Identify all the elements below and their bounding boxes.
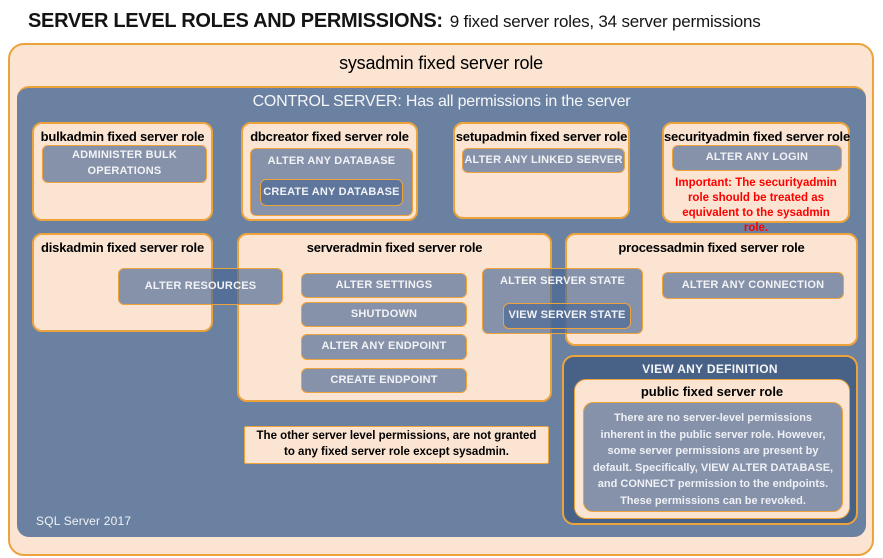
- securityadmin-warning-text: Important: The securityadmin role should…: [675, 177, 837, 234]
- role-box-securityadmin: securityadmin fixed server role ALTER AN…: [662, 122, 851, 234]
- page-title-subtitle: 9 fixed server roles, 34 server permissi…: [449, 12, 761, 31]
- permission-alter-any-endpoint: ALTER ANY ENDPOINT: [301, 334, 467, 360]
- permission-create-endpoint: CREATE ENDPOINT: [301, 368, 467, 393]
- public-role-description: There are no server-level permissions in…: [583, 402, 843, 512]
- permission-alter-resources: ALTER RESOURCES: [118, 268, 283, 305]
- permission-view-server-state: VIEW SERVER STATE: [503, 303, 631, 329]
- permission-create-any-database: CREATE ANY DATABASE: [260, 179, 403, 206]
- permission-alter-any-database: ALTER ANY DATABASE CREATE ANY DATABASE: [250, 148, 413, 216]
- other-permissions-note: The other server level permissions, are …: [244, 426, 549, 464]
- role-title-processadmin: processadmin fixed server role: [618, 240, 805, 255]
- permission-administer-bulk-operations: ADMINISTER BULK OPERATIONS: [42, 145, 207, 183]
- role-title-dbcreator: dbcreator fixed server role: [250, 129, 409, 144]
- permission-alter-any-linked-server: ALTER ANY LINKED SERVER: [462, 148, 625, 173]
- permission-view-any-definition: VIEW ANY DEFINITION public fixed server …: [562, 355, 858, 525]
- sysadmin-role-label: sysadmin fixed server role: [339, 53, 543, 73]
- role-title-serveradmin: serveradmin fixed server role: [306, 240, 483, 255]
- permission-view-any-definition-label: VIEW ANY DEFINITION: [642, 362, 778, 376]
- role-box-bulkadmin: bulkadmin fixed server role ADMINISTER B…: [32, 122, 213, 221]
- permission-alter-settings: ALTER SETTINGS: [301, 273, 467, 298]
- role-title-securityadmin: securityadmin fixed server role: [664, 129, 851, 144]
- permission-alter-any-login: ALTER ANY LOGIN: [672, 145, 842, 171]
- permission-alter-server-state: ALTER SERVER STATE VIEW SERVER STATE: [482, 268, 643, 334]
- role-title-public: public fixed server role: [640, 384, 784, 399]
- page-title: SERVER LEVEL ROLES AND PERMISSIONS: 9 fi…: [28, 10, 761, 33]
- sql-server-version-label: SQL Server 2017: [36, 514, 132, 528]
- role-title-bulkadmin: bulkadmin fixed server role: [40, 129, 205, 144]
- role-box-setupadmin: setupadmin fixed server role ALTER ANY L…: [453, 122, 630, 219]
- permission-shutdown: SHUTDOWN: [301, 302, 467, 327]
- role-box-public: public fixed server role There are no se…: [574, 379, 850, 519]
- permission-alter-any-database-label: ALTER ANY DATABASE: [267, 155, 396, 167]
- permission-alter-server-state-label: ALTER SERVER STATE: [499, 275, 626, 287]
- control-server-label: CONTROL SERVER: Has all permissions in t…: [252, 93, 631, 110]
- page-title-main: SERVER LEVEL ROLES AND PERMISSIONS:: [28, 10, 443, 32]
- permission-alter-any-connection: ALTER ANY CONNECTION: [662, 272, 844, 299]
- role-title-diskadmin: diskadmin fixed server role: [41, 240, 204, 255]
- role-title-setupadmin: setupadmin fixed server role: [455, 129, 628, 144]
- role-box-dbcreator: dbcreator fixed server role ALTER ANY DA…: [241, 122, 418, 221]
